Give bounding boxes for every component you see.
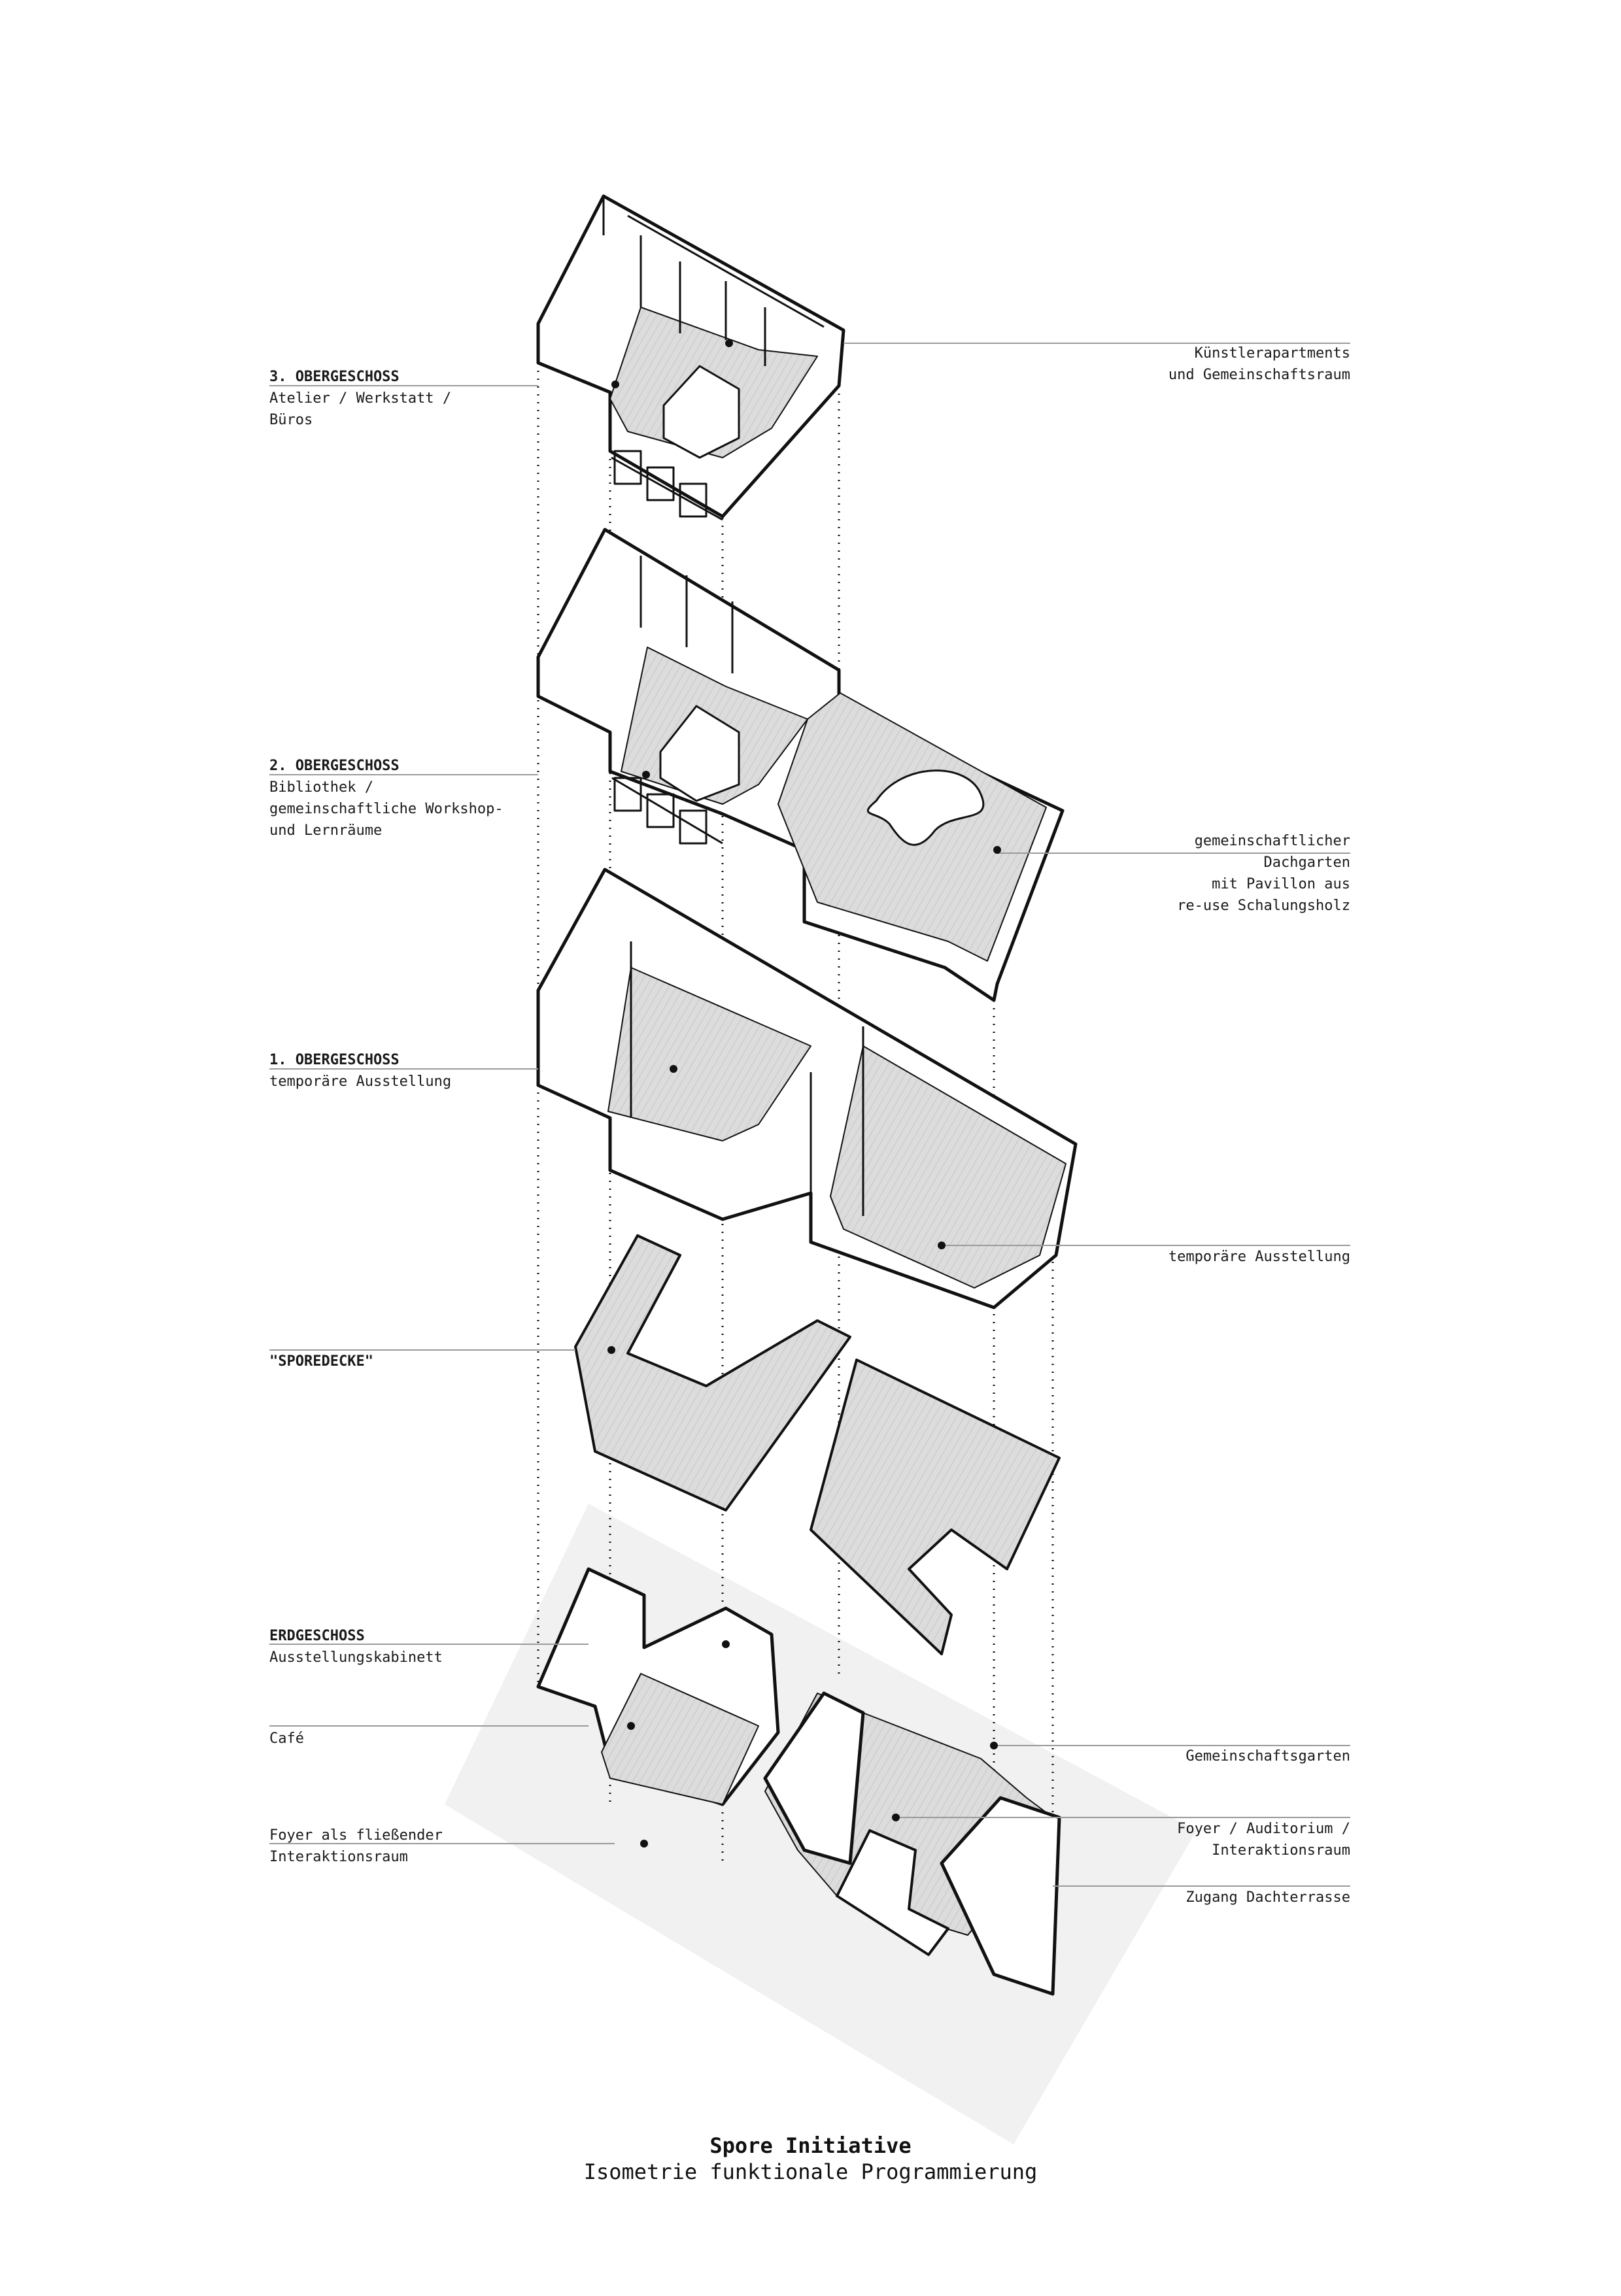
label-og3: 3. OBERGESCHOSS Atelier / Werkstatt / Bür… — [269, 345, 451, 431]
label-og2: 2. OBERGESCHOSS Bibliothek / gemeinschaft… — [269, 734, 503, 841]
label-og1-heading: 1. OBERGESCHOSS — [269, 1052, 400, 1068]
floor-og3 — [536, 194, 845, 521]
label-ausstellung: temporäre Ausstellung — [1169, 1224, 1350, 1268]
floor-sporedecke — [574, 1234, 1061, 1655]
label-cafe: Café — [269, 1706, 304, 1749]
label-og2-text: Bibliothek / gemeinschaftliche Workshop-… — [269, 779, 503, 839]
floor-og2 — [536, 528, 1065, 1002]
label-dachgarten: gemeinschaftlicher Dachgarten mit Pavill… — [1177, 809, 1350, 917]
marker-dots — [607, 339, 1001, 1848]
label-eg-heading: ERDGESCHOSS — [269, 1628, 365, 1644]
label-gemeinschaftsgarten: Gemeinschaftsgarten — [1186, 1724, 1350, 1767]
label-gemeinschaftsgarten-text: Gemeinschaftsgarten — [1186, 1748, 1350, 1764]
label-og3-heading: 3. OBERGESCHOSS — [269, 369, 400, 385]
label-ausstellung-text: temporäre Ausstellung — [1168, 1249, 1350, 1265]
label-dachterrasse-text: Zugang Dachterrasse — [1186, 1889, 1350, 1906]
label-og2-heading: 2. OBERGESCHOSS — [269, 758, 400, 774]
caption-title: Spore Initiative — [709, 2133, 912, 2158]
floor-eg — [536, 1567, 1061, 1996]
label-eg: ERDGESCHOSS Ausstellungskabinett — [269, 1604, 443, 1668]
label-sporedecke: "SPOREDECKE" — [269, 1329, 373, 1394]
label-foyer-text: Foyer als fließender Interaktionsraum — [269, 1827, 443, 1865]
label-sporedecke-heading: "SPOREDECKE" — [269, 1353, 373, 1370]
caption: Spore Initiative Isometrie funktionale P… — [0, 2133, 1621, 2185]
label-dachgarten-text: gemeinschaftlicher Dachgarten mit Pavill… — [1177, 833, 1350, 914]
label-apartments: Künstlerapartments und Gemeinschaftsraum — [1169, 321, 1350, 386]
label-auditorium: Foyer / Auditorium / Interaktionsraum — [1177, 1797, 1350, 1861]
label-eg-text: Ausstellungskabinett — [269, 1649, 443, 1666]
floor-og1 — [536, 868, 1078, 1309]
label-og1-text: temporäre Ausstellung — [269, 1073, 452, 1090]
leader-lines — [269, 343, 1350, 1887]
label-og1: 1. OBERGESCHOSS temporäre Ausstellung — [269, 1028, 451, 1092]
label-cafe-text: Café — [269, 1730, 304, 1747]
caption-subtitle: Isometrie funktionale Programmierung — [583, 2159, 1038, 2184]
label-foyer: Foyer als fließender Interaktionsraum — [269, 1803, 443, 1868]
label-og3-text: Atelier / Werkstatt / Büros — [269, 390, 452, 428]
alignment-lines — [537, 363, 1054, 1863]
label-dachterrasse: Zugang Dachterrasse — [1186, 1865, 1350, 1908]
label-apartments-text: Künstlerapartments und Gemeinschaftsraum — [1168, 345, 1350, 383]
label-auditorium-text: Foyer / Auditorium / Interaktionsraum — [1177, 1821, 1350, 1859]
